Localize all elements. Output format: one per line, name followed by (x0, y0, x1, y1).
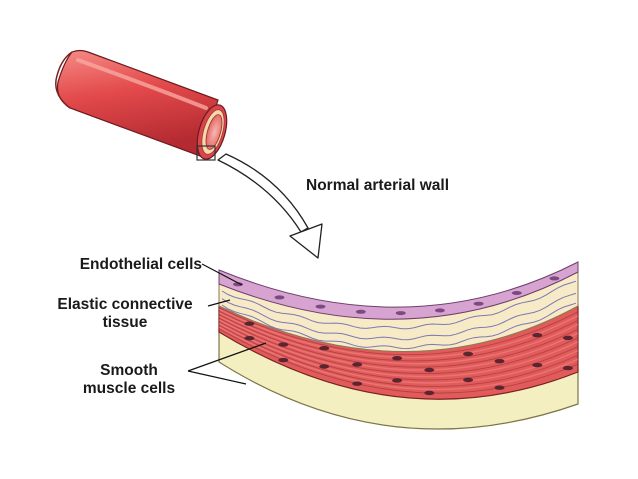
endothelial-nucleus (512, 291, 522, 295)
muscle-nucleus (495, 386, 505, 390)
label-elastic-connective-tissue: Elastic connective tissue (42, 296, 208, 332)
muscle-nucleus (278, 342, 288, 346)
endothelial-nucleus (275, 295, 285, 299)
muscle-nucleus (244, 336, 254, 340)
muscle-nucleus (563, 366, 573, 370)
muscle-nucleus (392, 356, 402, 360)
muscle-nucleus (463, 352, 473, 356)
zoom-arrow (218, 154, 322, 258)
endothelial-nucleus (316, 305, 326, 309)
muscle-nucleus (244, 322, 254, 326)
arrow-shaft (218, 154, 308, 232)
figure-title: Normal arterial wall (306, 177, 449, 195)
muscle-nucleus (352, 382, 362, 386)
muscle-nucleus (392, 378, 402, 382)
endothelial-nucleus (356, 310, 366, 314)
label-smooth-line2: muscle cells (70, 380, 188, 398)
muscle-nucleus (463, 378, 473, 382)
label-elastic-line2: tissue (42, 314, 208, 332)
endothelial-nucleus (474, 302, 484, 306)
muscle-nucleus (352, 362, 362, 366)
artery-tube (56, 51, 232, 163)
label-elastic-line1: Elastic connective (42, 296, 208, 314)
endothelial-nucleus (549, 276, 559, 280)
wall-cross-section (219, 262, 578, 429)
muscle-nucleus (495, 359, 505, 363)
muscle-nucleus (563, 336, 573, 340)
muscle-nucleus (532, 363, 542, 367)
label-smooth-muscle-cells: Smooth muscle cells (70, 362, 188, 398)
label-endothelial-cells: Endothelial cells (48, 256, 202, 274)
muscle-nucleus (319, 346, 329, 350)
muscle-nucleus (278, 358, 288, 362)
endothelial-nucleus (435, 308, 445, 312)
label-smooth-line1: Smooth (70, 362, 188, 380)
muscle-nucleus (319, 364, 329, 368)
muscle-nucleus (424, 391, 434, 395)
muscle-nucleus (532, 333, 542, 337)
endothelial-nucleus (396, 311, 406, 315)
muscle-nucleus (424, 368, 434, 372)
